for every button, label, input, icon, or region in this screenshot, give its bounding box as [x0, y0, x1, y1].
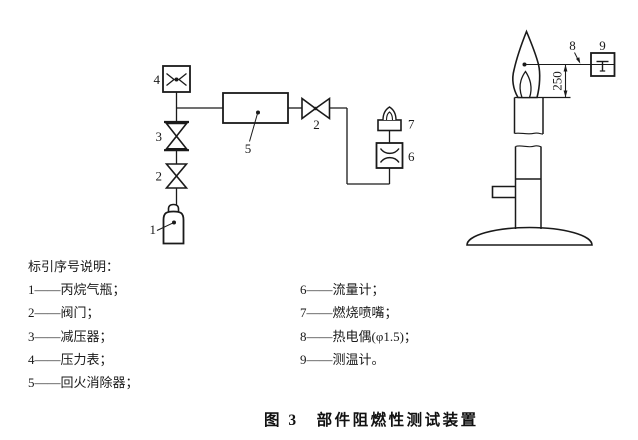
flashback-arrestor: 5: [222, 92, 289, 156]
pipe-lines: [175, 92, 391, 205]
legend-item-4: 4——压力表；: [28, 351, 113, 367]
callout-1: 1: [150, 222, 157, 237]
callout-8: 8: [569, 38, 576, 53]
legend-title: 标引序号说明：: [28, 259, 120, 274]
pressure-gauge: 4: [154, 65, 191, 93]
callout-4: 4: [154, 72, 161, 87]
pressure-regulator: 3: [156, 120, 189, 152]
dimension-250: 250: [550, 64, 568, 98]
callout-2-lower: 2: [156, 169, 163, 184]
thermometer-symbol: [596, 60, 609, 72]
legend-item-9: 9——测温计。: [300, 351, 385, 367]
thermocouple-point: [522, 62, 527, 67]
apparatus-diagram: 4 3 2 1 5: [150, 29, 616, 246]
legend: 标引序号说明： 1——丙烷气瓶； 2——阀门； 3——减压器； 4——压力表； …: [28, 255, 608, 394]
legend-item-8: 8——热电偶(φ1.5)；: [300, 328, 417, 344]
valve-lower: 2: [156, 163, 189, 189]
legend-column-right: 6——流量计； 7——燃烧喷嘴； 8——热电偶(φ1.5)； 9——测温计。: [300, 278, 608, 394]
burner-nozzle: 7: [377, 106, 415, 132]
legend-item-2: 2——阀门；: [28, 305, 100, 321]
legend-item-5: 5——回火消除器；: [28, 375, 139, 391]
legend-item-7: 7——燃烧喷嘴；: [300, 305, 398, 321]
valve-line: 2: [301, 96, 331, 132]
legend-item-1: 1——丙烷气瓶；: [28, 282, 126, 298]
thermometer-box: 9: [590, 38, 616, 77]
gas-bottle: 1: [150, 203, 185, 245]
callout-9: 9: [599, 38, 606, 53]
legend-item-3: 3——减压器；: [28, 328, 113, 344]
thermocouple-callout: 8: [526, 38, 591, 66]
flame: [512, 29, 541, 99]
figure-caption: 图 3 部件阻燃性测试装置: [264, 412, 479, 429]
legend-item-6: 6——流量计；: [300, 282, 385, 298]
dimension-label: 250: [550, 71, 565, 91]
flow-meter: 6: [375, 142, 415, 169]
callout-5: 5: [245, 141, 252, 156]
callout-7: 7: [408, 117, 415, 132]
callout-6: 6: [408, 149, 415, 164]
bunsen-burner: [466, 96, 593, 246]
legend-column-left: 1——丙烷气瓶； 2——阀门； 3——减压器； 4——压力表； 5——回火消除器…: [28, 278, 300, 394]
callout-2-line: 2: [313, 117, 320, 132]
callout-3: 3: [156, 129, 163, 144]
